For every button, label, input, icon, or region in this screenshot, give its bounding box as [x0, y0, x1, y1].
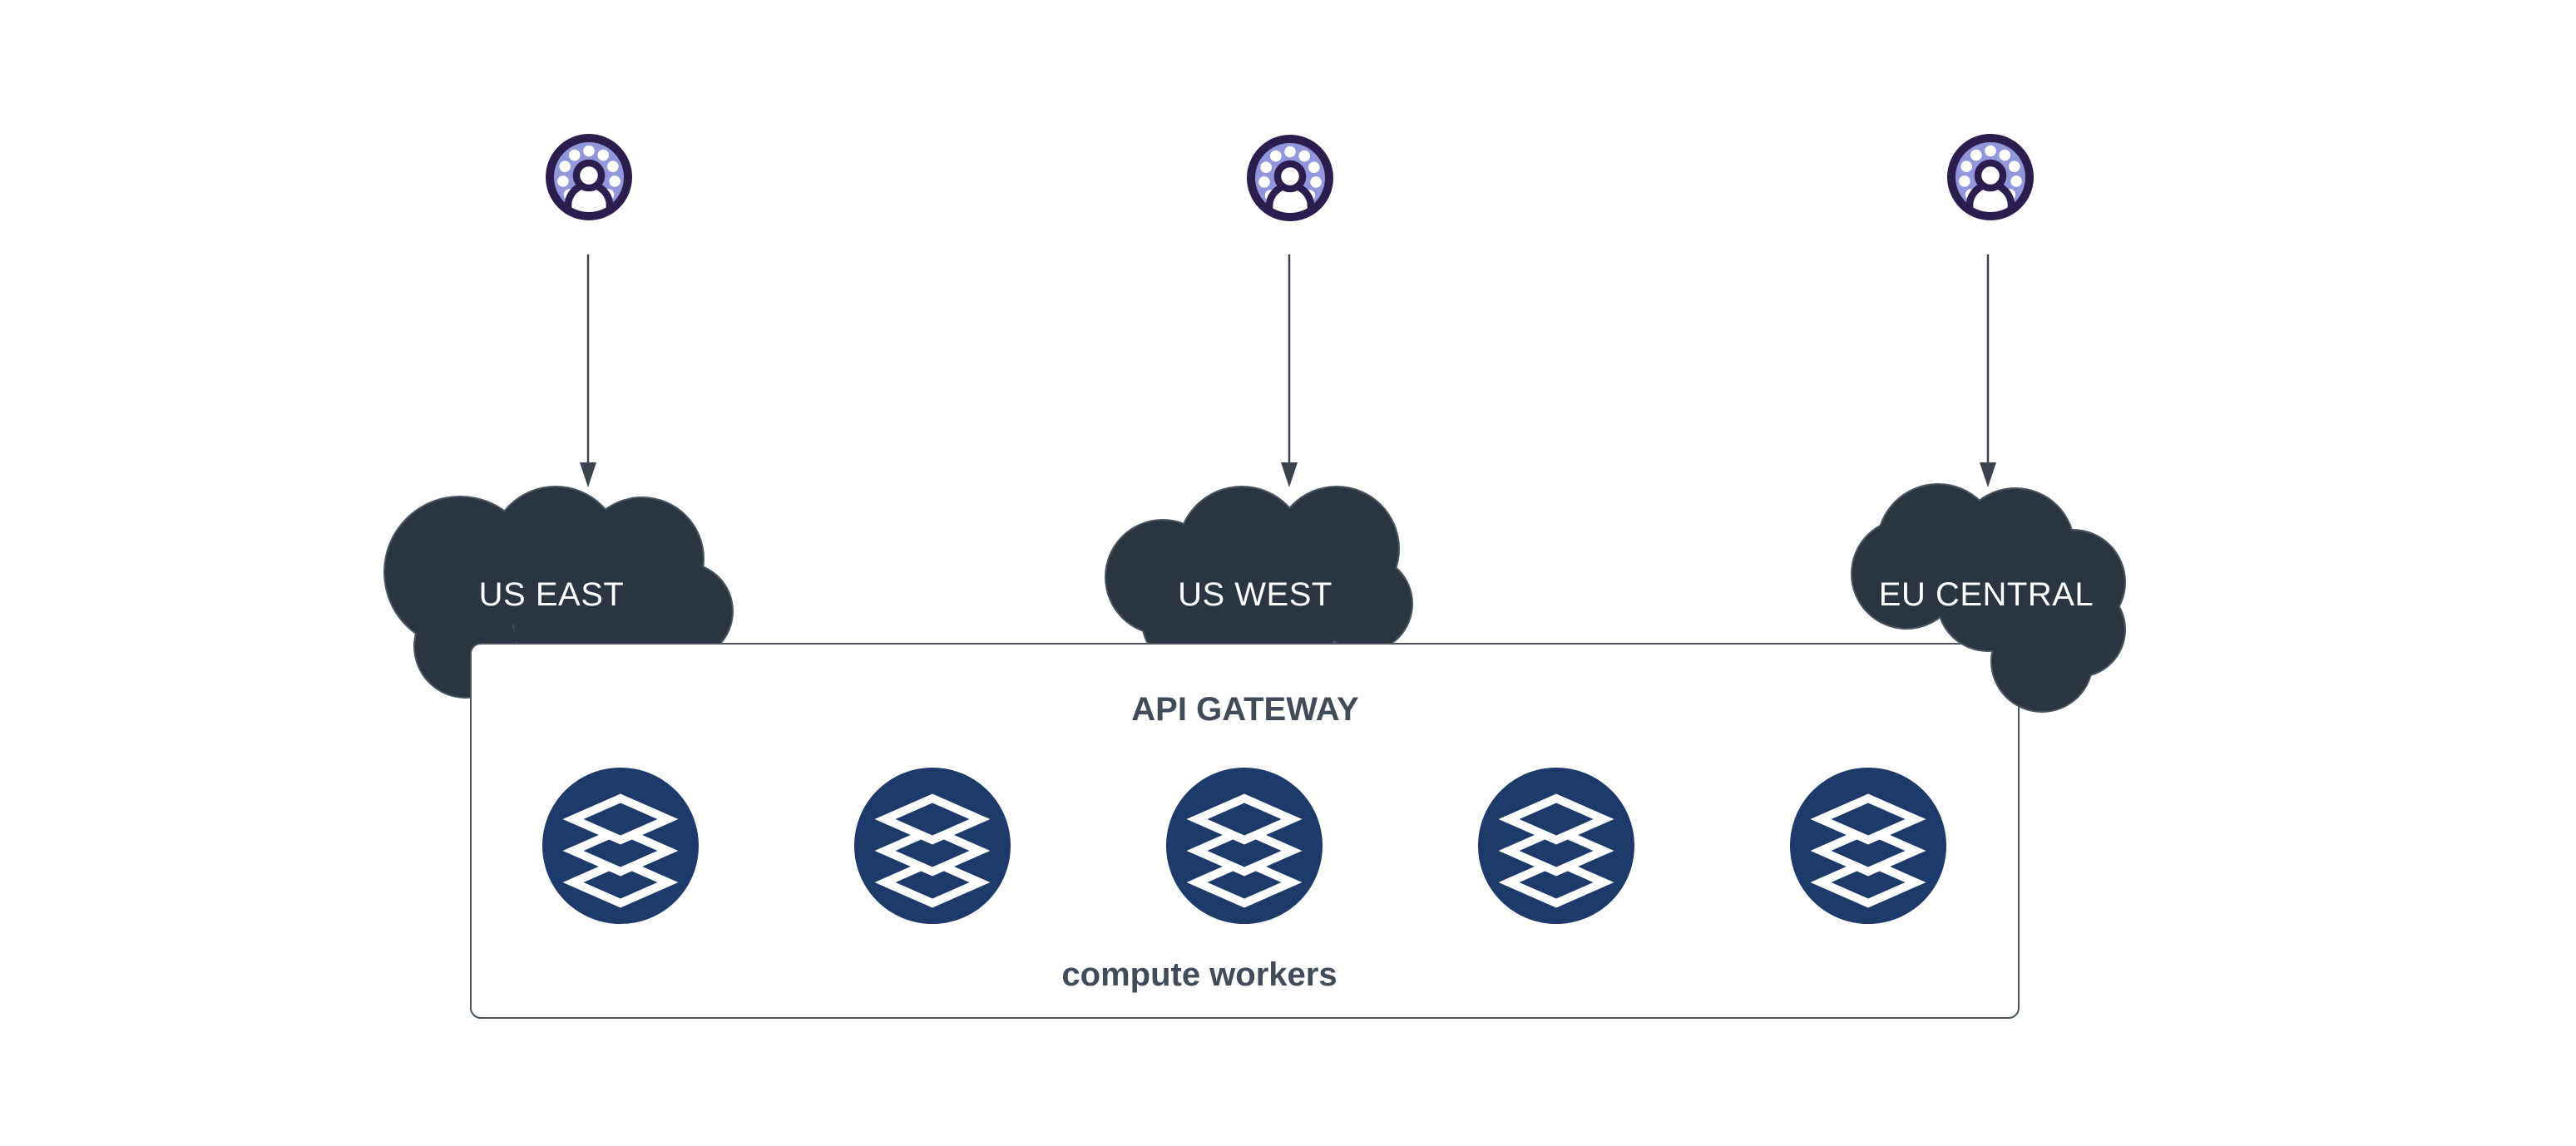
cloud-lobe — [1938, 551, 2038, 650]
down-arrow-icon — [580, 462, 596, 487]
region-label-eu-central: EU CENTRAL — [1879, 576, 2094, 613]
compute-worker-icon — [542, 768, 699, 924]
compute-worker-icon — [1478, 768, 1634, 924]
region-label-us-east: US EAST — [479, 576, 625, 613]
region-cloud-eu-central: EU CENTRAL — [1851, 483, 2126, 713]
request-arrow-eu-central — [1980, 254, 1996, 487]
user-avatar-eu-central — [1951, 138, 2030, 226]
cloud-lobe — [1317, 556, 1412, 651]
compute-worker-icon — [854, 768, 1011, 924]
user-avatar-us-east — [550, 138, 628, 226]
region-label-us-west: US WEST — [1178, 576, 1332, 613]
cloud-body — [1852, 485, 2124, 711]
user-avatar-us-west — [1251, 139, 1329, 227]
api-gateway-title: API GATEWAY — [1131, 691, 1359, 728]
down-arrow-icon — [1980, 462, 1996, 487]
compute-worker-icon — [1790, 768, 1946, 924]
users-row — [550, 138, 2030, 227]
request-arrow-us-west — [1281, 254, 1298, 487]
compute-worker-icon — [1166, 768, 1323, 924]
api-gateway-box: API GATEWAY compute workers — [470, 643, 2020, 1019]
down-arrow-icon — [1281, 462, 1298, 487]
compute-workers-label: compute workers — [1061, 956, 1337, 993]
request-arrow-us-east — [580, 254, 596, 487]
